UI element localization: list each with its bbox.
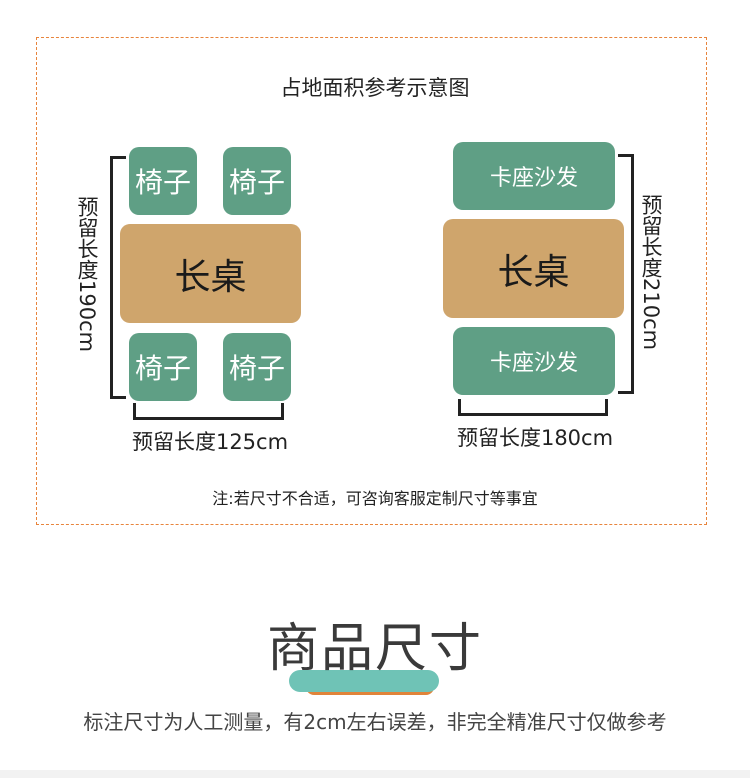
bottom-divider [0, 770, 750, 778]
left-vertical-bracket-bottom [110, 396, 126, 399]
booth-sofa-bottom: 卡座沙发 [453, 327, 615, 395]
left-horizontal-bracket [133, 417, 284, 420]
diagram-title: 占地面积参考示意图 [280, 76, 470, 100]
chair-top-right: 椅子 [223, 147, 291, 215]
right-horizontal-bracket [458, 413, 608, 416]
left-horizontal-bracket-right [281, 403, 284, 420]
right-long-table: 长桌 [443, 219, 624, 318]
right-vertical-dimension-label: 预留长度210cm [639, 194, 663, 351]
right-horizontal-bracket-left [458, 399, 461, 416]
diagram-frame [36, 37, 707, 525]
section-title: 商品尺寸 [266, 619, 483, 679]
left-vertical-bracket [110, 156, 113, 399]
chair-bottom-left: 椅子 [129, 333, 197, 401]
left-horizontal-dimension-label: 预留长度125cm [131, 430, 289, 454]
custom-size-note: 注:若尺寸不合适，可咨询客服定制尺寸等事宜 [212, 489, 538, 508]
left-vertical-dimension-label: 预留长度190cm [75, 196, 99, 353]
section-subtitle: 标注尺寸为人工测量，有2cm左右误差，非完全精准尺寸仅做参考 [83, 710, 667, 734]
chair-top-left: 椅子 [129, 147, 197, 215]
right-horizontal-dimension-label: 预留长度180cm [456, 426, 614, 450]
title-underline-green [289, 670, 439, 692]
chair-bottom-right: 椅子 [223, 333, 291, 401]
left-long-table: 长桌 [120, 224, 301, 323]
left-vertical-bracket-top [110, 156, 126, 159]
booth-sofa-top: 卡座沙发 [453, 142, 615, 210]
right-horizontal-bracket-right [605, 399, 608, 416]
right-vertical-bracket [631, 154, 634, 394]
left-horizontal-bracket-left [133, 403, 136, 420]
right-vertical-bracket-bottom [618, 391, 634, 394]
right-vertical-bracket-top [618, 154, 634, 157]
